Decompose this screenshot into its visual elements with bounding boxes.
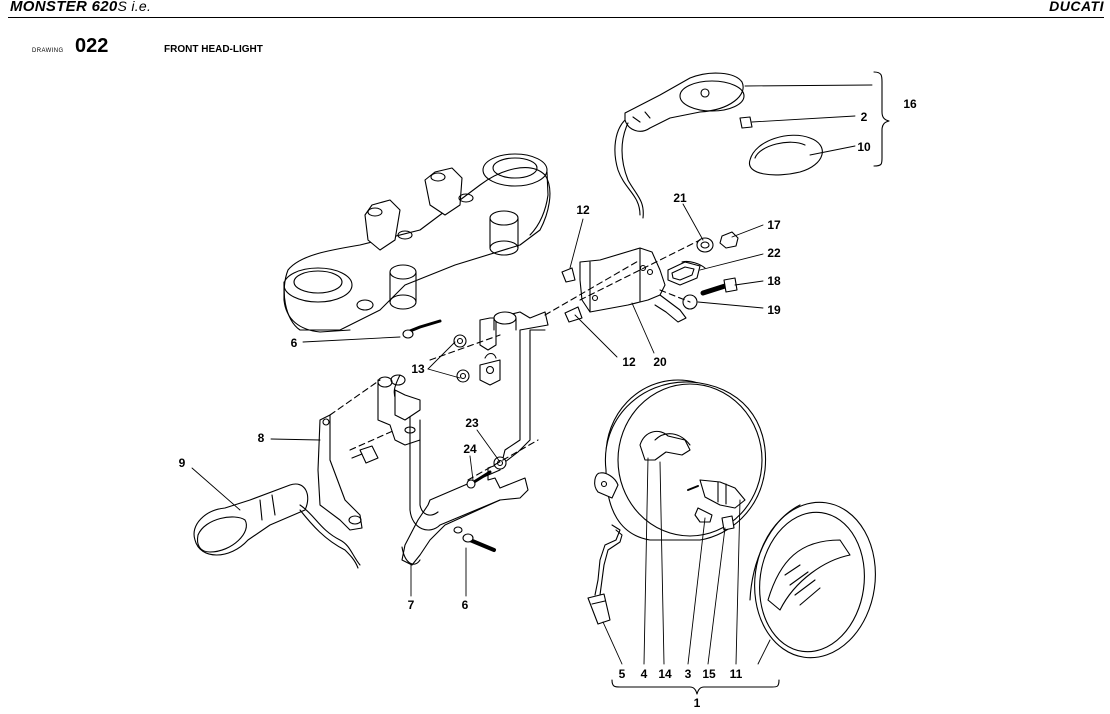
drawing-label: DRAWING bbox=[32, 48, 64, 54]
callout-23: 23 bbox=[465, 416, 479, 430]
brace-16 bbox=[873, 71, 890, 167]
callout-5: 5 bbox=[618, 667, 626, 681]
callout-13: 13 bbox=[411, 362, 425, 376]
callout-6a: 6 bbox=[290, 336, 298, 350]
triple-clamp bbox=[283, 153, 551, 333]
callout-22: 22 bbox=[767, 246, 781, 260]
headlight-lens bbox=[749, 501, 876, 659]
callout-8: 8 bbox=[257, 431, 265, 445]
drawing-number: 022 bbox=[75, 35, 109, 57]
callout-2: 2 bbox=[860, 110, 868, 124]
callout-18: 18 bbox=[767, 274, 781, 288]
callout-9: 9 bbox=[178, 456, 186, 470]
fasteners bbox=[402, 319, 507, 552]
callout-7: 7 bbox=[407, 598, 415, 612]
mounting-plate bbox=[561, 247, 687, 323]
page-header: MONSTER 620S i.e. DUCATI bbox=[0, 0, 1110, 18]
callout-4: 4 bbox=[640, 667, 648, 681]
callout-14: 14 bbox=[658, 667, 672, 681]
callout-6b: 6 bbox=[461, 598, 469, 612]
callout-15: 15 bbox=[702, 667, 716, 681]
callout-17: 17 bbox=[767, 218, 781, 232]
callout-12a: 12 bbox=[576, 203, 590, 217]
callout-1: 1 bbox=[693, 696, 701, 710]
callout-19: 19 bbox=[767, 303, 781, 317]
assembly-lines bbox=[329, 239, 701, 481]
right-turn-signal bbox=[614, 72, 823, 219]
callout-3: 3 bbox=[684, 667, 692, 681]
small-parts-right bbox=[667, 231, 739, 310]
model-label: MONSTER 620 bbox=[10, 0, 118, 15]
headlight-assembly bbox=[587, 379, 767, 625]
callout-24: 24 bbox=[463, 442, 477, 456]
callout-12b: 12 bbox=[622, 355, 636, 369]
headlight-bracket bbox=[377, 311, 549, 566]
callout-21: 21 bbox=[673, 191, 687, 205]
model-name: MONSTER 620S i.e. bbox=[10, 0, 151, 15]
header-rule bbox=[8, 17, 1104, 18]
model-suffix: S i.e. bbox=[117, 0, 152, 14]
callout-16: 16 bbox=[903, 97, 917, 111]
callout-11: 11 bbox=[729, 667, 743, 681]
brace-1 bbox=[611, 679, 780, 695]
brand-logo: DUCATI bbox=[1049, 0, 1104, 14]
callout-20: 20 bbox=[653, 355, 667, 369]
leader-lines bbox=[191, 84, 873, 665]
drawing-title: FRONT HEAD-LIGHT bbox=[164, 44, 263, 55]
callout-10: 10 bbox=[857, 140, 871, 154]
left-turn-signal bbox=[193, 414, 379, 569]
